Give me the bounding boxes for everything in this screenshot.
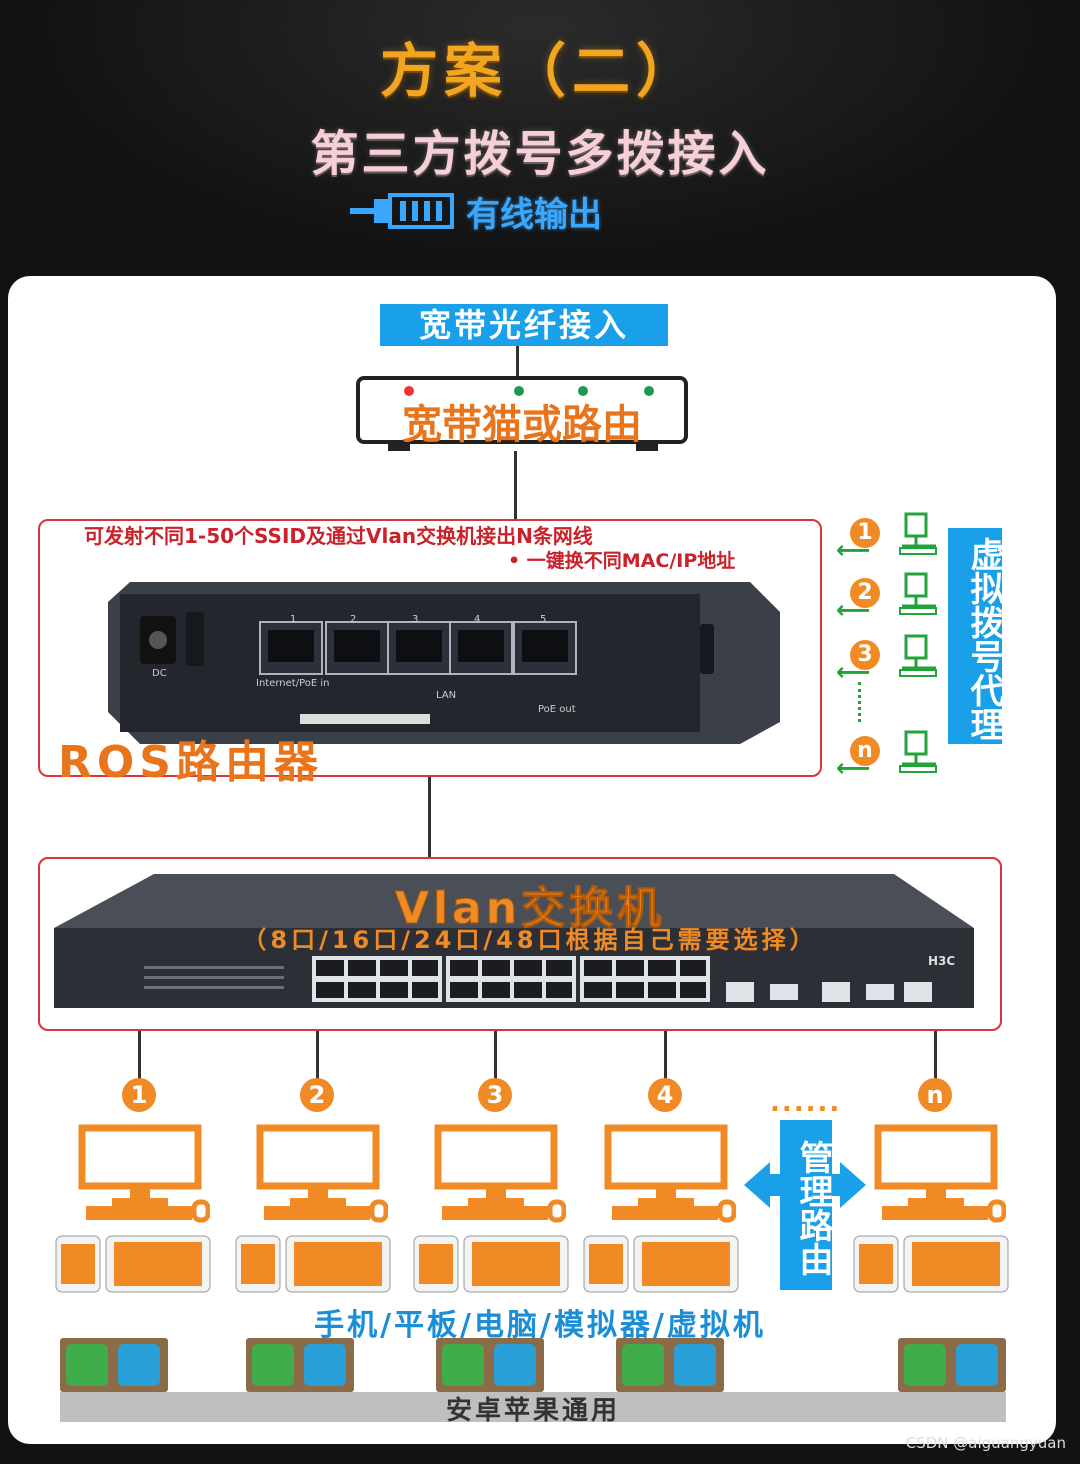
connector-line [934, 1031, 937, 1081]
os-icon-group [436, 1338, 544, 1392]
connector-line [664, 1031, 667, 1081]
header [0, 0, 1080, 272]
os-icon-group [246, 1338, 354, 1392]
computer-terminal-icon [899, 572, 937, 615]
device-types-label: 手机/平板/电脑/模拟器/虚拟机 [314, 1308, 766, 1343]
led-icon [578, 386, 588, 396]
port-label-internet: Internet/PoE in [256, 678, 330, 689]
computer-icon [434, 1124, 566, 1223]
port-label-dc: DC [152, 668, 167, 679]
virtual-proxy-label: 虚拟拨号代理 [948, 528, 1004, 744]
port-number: 3 [412, 614, 419, 625]
phone-tablet-icon [583, 1235, 739, 1293]
android-icon [66, 1344, 108, 1386]
connector-line [138, 1031, 141, 1081]
phone-tablet-icon [413, 1235, 569, 1293]
os-support-label: 安卓苹果通用 [445, 1396, 620, 1426]
computer-terminal-icon [899, 634, 937, 677]
vlan-switch-box [38, 857, 1002, 1031]
led-icon [644, 386, 654, 396]
modem-label: 宽带猫或路由 [402, 402, 642, 448]
android-icon [252, 1344, 294, 1386]
virtual-number-badge: 3 [850, 640, 880, 670]
phone-tablet-icon [853, 1235, 1009, 1293]
arrow-left-icon: ⟵ [836, 536, 871, 564]
client-number-badge: n [918, 1078, 952, 1112]
led-icon [404, 386, 414, 396]
port-label-poe: PoE out [538, 704, 576, 715]
apple-icon [304, 1344, 346, 1386]
page-title: 方案（二） [379, 37, 700, 105]
os-icon-group [60, 1338, 168, 1392]
port-number: 4 [474, 614, 481, 625]
android-icon [904, 1344, 946, 1386]
computer-icon [78, 1124, 210, 1223]
apple-icon [956, 1344, 998, 1386]
connector-line [316, 1031, 319, 1081]
os-icon-group [898, 1338, 1006, 1392]
output-row: 有线输出 [350, 186, 602, 236]
ros-note-ssid: 可发射不同1-50个SSID及通过Vlan交换机接出N条网线 [84, 524, 593, 548]
os-support-bar [60, 1392, 1006, 1422]
modem-foot [388, 442, 410, 451]
computer-terminal-icon [899, 730, 937, 773]
apple-icon [118, 1344, 160, 1386]
modem-box: 宽带猫或路由 [356, 376, 688, 448]
port-label-lan: LAN [436, 690, 457, 701]
vertical-dots [858, 682, 862, 722]
management-router-label: 管理路由 [780, 1120, 833, 1290]
computer-icon [874, 1124, 1006, 1223]
android-icon [442, 1344, 484, 1386]
arrow-left-icon: ⟵ [836, 596, 871, 624]
client-number-badge: 3 [478, 1078, 512, 1112]
connector-line [494, 1031, 497, 1081]
ros-router-label: ROS路由器 [58, 737, 323, 788]
port-number: 2 [350, 614, 357, 625]
ros-router-box [38, 519, 822, 777]
android-icon [622, 1344, 664, 1386]
apple-icon [674, 1344, 716, 1386]
switch-brand: H3C [928, 954, 956, 968]
phone-tablet-icon [235, 1235, 391, 1293]
watermark: CSDN @aiguangyuan [905, 1434, 1066, 1452]
virtual-number-badge: 1 [850, 518, 880, 548]
vlan-switch-device [54, 874, 974, 1008]
port-number: 5 [540, 614, 547, 625]
led-icon [514, 386, 524, 396]
virtual-number-badge: 2 [850, 578, 880, 608]
client-number-badge: 1 [122, 1078, 156, 1112]
computer-icon [256, 1124, 388, 1223]
connector-line [428, 777, 431, 857]
client-number-badge: 2 [300, 1078, 334, 1112]
vlan-switch-label: Vlan交换机 [394, 883, 666, 935]
more-clients-dots: ...... [770, 1088, 842, 1118]
phone-tablet-icon [55, 1235, 211, 1293]
computer-icon [604, 1124, 736, 1223]
computer-terminal-icon [899, 512, 937, 555]
arrow-left-icon: ⟵ [836, 754, 871, 782]
port-number: 1 [290, 614, 297, 625]
connector-line [514, 451, 517, 519]
ethernet-plug-icon [350, 193, 454, 229]
os-icon-group [616, 1338, 724, 1392]
connector-line [516, 346, 519, 376]
apple-icon [494, 1344, 536, 1386]
virtual-number-badge: n [850, 736, 880, 766]
fiber-access-label: 宽带光纤接入 [380, 304, 668, 346]
output-label: 有线输出 [466, 194, 602, 235]
ros-note-mac: • 一键换不同MAC/IP地址 [508, 550, 736, 572]
ros-router-device [108, 582, 780, 744]
client-number-badge: 4 [648, 1078, 682, 1112]
modem-foot [636, 442, 658, 451]
arrow-left-icon: ⟵ [836, 658, 871, 686]
vlan-switch-subtitle: （8口/16口/24口/48口根据自己需要选择） [242, 926, 818, 954]
page-subtitle: 第三方拨号多拨接入 [310, 126, 770, 182]
